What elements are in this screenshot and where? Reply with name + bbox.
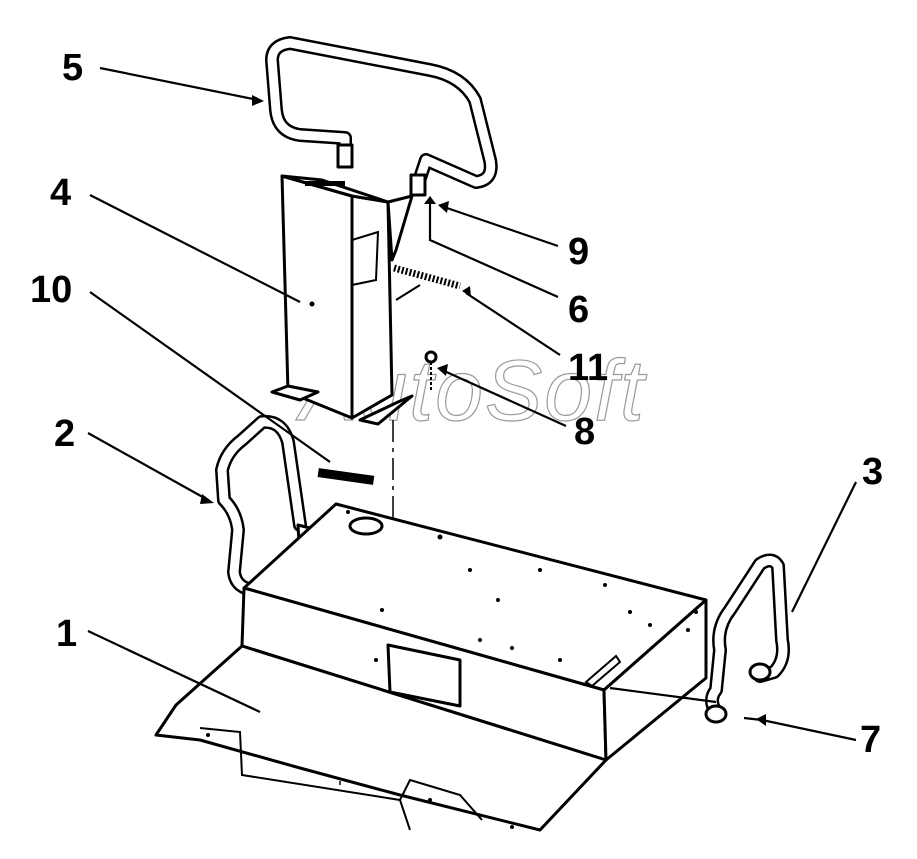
leader-lines <box>87 66 857 742</box>
part-10-bar <box>317 468 375 485</box>
callout-labels: 5 4 10 2 1 9 6 11 8 3 7 <box>30 47 883 761</box>
callout-6: 6 <box>568 289 589 331</box>
callout-3: 3 <box>862 451 883 493</box>
callout-10: 10 <box>30 269 72 311</box>
callout-11: 11 <box>568 347 608 389</box>
callout-7: 7 <box>860 719 881 761</box>
callout-1: 1 <box>56 613 77 655</box>
callout-8: 8 <box>574 411 595 453</box>
part-4-column <box>270 174 414 426</box>
callout-2: 2 <box>54 413 75 455</box>
part-11-threaded-rod <box>393 264 461 301</box>
part-1-base-housing <box>154 502 708 832</box>
part-5-top-handle <box>265 36 498 197</box>
part-8-bolt <box>424 350 438 392</box>
callout-9: 9 <box>568 231 589 273</box>
callout-4: 4 <box>50 172 71 214</box>
callout-5: 5 <box>62 47 83 89</box>
part-3-right-handle <box>704 553 790 724</box>
